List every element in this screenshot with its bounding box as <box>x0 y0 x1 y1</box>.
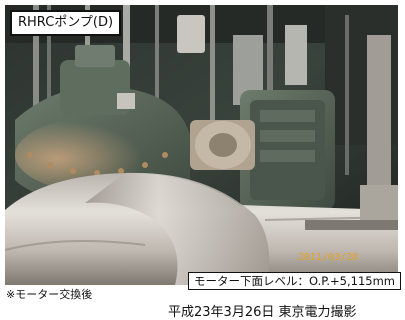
pump-name-label: RHRCポンプ(D) <box>10 10 122 36</box>
date-stamp: 2011/03/28 <box>298 252 359 263</box>
motor-level-label: モーター下面レベル：O.P.+5,115mm <box>188 272 402 290</box>
replacement-note: ※モーター交換後 <box>6 288 93 301</box>
photo-credit: 平成23年3月26日 東京電力撮影 <box>168 305 357 320</box>
pump-photo <box>5 5 398 285</box>
